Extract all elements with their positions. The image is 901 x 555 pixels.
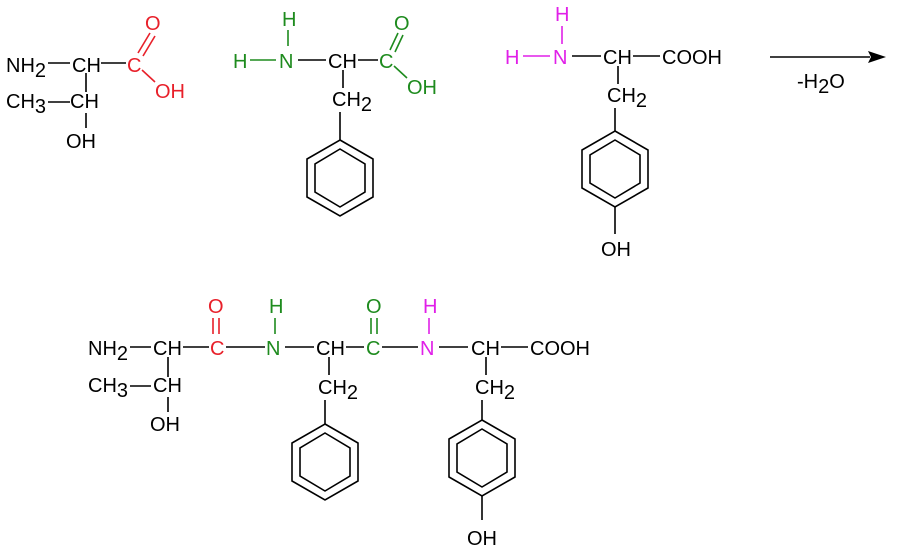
product-ch3: CH3 xyxy=(88,375,128,402)
arrow-head-icon xyxy=(868,51,886,63)
phenylalanine-molecule: H H N CH C O OH CH2 xyxy=(233,9,437,217)
phenylalanine-n: N xyxy=(279,51,293,73)
product-thr-oh: OH xyxy=(150,414,180,436)
threonine-carbonyl-o: O xyxy=(145,13,161,35)
threonine-ch3: CH3 xyxy=(6,91,46,118)
byproduct-water: -H2O xyxy=(797,71,845,98)
product-phe-ch2: CH2 xyxy=(318,377,358,404)
product-nh2: NH2 xyxy=(88,338,128,365)
product-phe-carbonyl-o: O xyxy=(366,296,382,318)
phenylalanine-h-left: H xyxy=(233,51,247,73)
phenylalanine-h-top: H xyxy=(282,9,296,31)
threonine-beta-ch: CH xyxy=(70,91,99,113)
product-tyr-alpha-ch: CH xyxy=(471,338,500,360)
product-cooh: COOH xyxy=(530,338,590,360)
product-phe-benzene-ring xyxy=(291,423,359,501)
tripeptide-product: NH2 CH O C H N CH O C H N CH COOH CH3 CH… xyxy=(88,296,590,550)
product-tyr-amide-h: H xyxy=(423,296,437,318)
product-phe-alpha-ch: CH xyxy=(316,338,345,360)
threonine-molecule: NH2 CH C O OH CH3 CH OH xyxy=(6,13,185,153)
tyrosine-benzene-ring xyxy=(581,130,649,208)
tyrosine-h-top: H xyxy=(555,4,569,26)
tyrosine-molecule: H H N CH COOH CH2 OH xyxy=(505,4,722,261)
threonine-carbonyl-c: C xyxy=(127,55,141,77)
product-thr-carbonyl-o: O xyxy=(208,296,224,318)
product-thr-alpha-ch: CH xyxy=(153,338,182,360)
tyrosine-alpha-ch: CH xyxy=(603,47,632,69)
tyrosine-ch2: CH2 xyxy=(607,85,647,112)
threonine-alpha-ch: CH xyxy=(72,55,101,77)
phenylalanine-ch2: CH2 xyxy=(332,89,372,116)
product-thr-beta-ch: CH xyxy=(153,375,182,397)
product-tyr-oh: OH xyxy=(467,528,497,550)
product-tyr-amide-n: N xyxy=(420,338,434,360)
threonine-nh2: NH2 xyxy=(6,55,46,82)
phenylalanine-benzene-ring xyxy=(306,139,374,217)
product-phe-amide-n: N xyxy=(266,338,280,360)
product-tyr-benzene-ring xyxy=(448,419,516,497)
product-phe-carbonyl-c: C xyxy=(366,338,380,360)
threonine-side-oh: OH xyxy=(66,131,96,153)
phenylalanine-carbonyl-o: O xyxy=(394,13,410,35)
phenylalanine-alpha-ch: CH xyxy=(328,51,357,73)
product-tyr-ch2: CH2 xyxy=(475,377,515,404)
tyrosine-h-left: H xyxy=(505,47,519,69)
tyrosine-ring-oh: OH xyxy=(601,239,631,261)
phenylalanine-carbonyl-c: C xyxy=(379,51,393,73)
threonine-acid-oh: OH xyxy=(155,81,185,103)
tyrosine-n: N xyxy=(553,47,567,69)
tyrosine-cooh: COOH xyxy=(662,47,722,69)
phenylalanine-acid-oh: OH xyxy=(407,77,437,99)
product-phe-amide-h: H xyxy=(269,296,283,318)
product-thr-carbonyl-c: C xyxy=(210,338,224,360)
reaction-arrow: -H2O xyxy=(770,51,886,98)
